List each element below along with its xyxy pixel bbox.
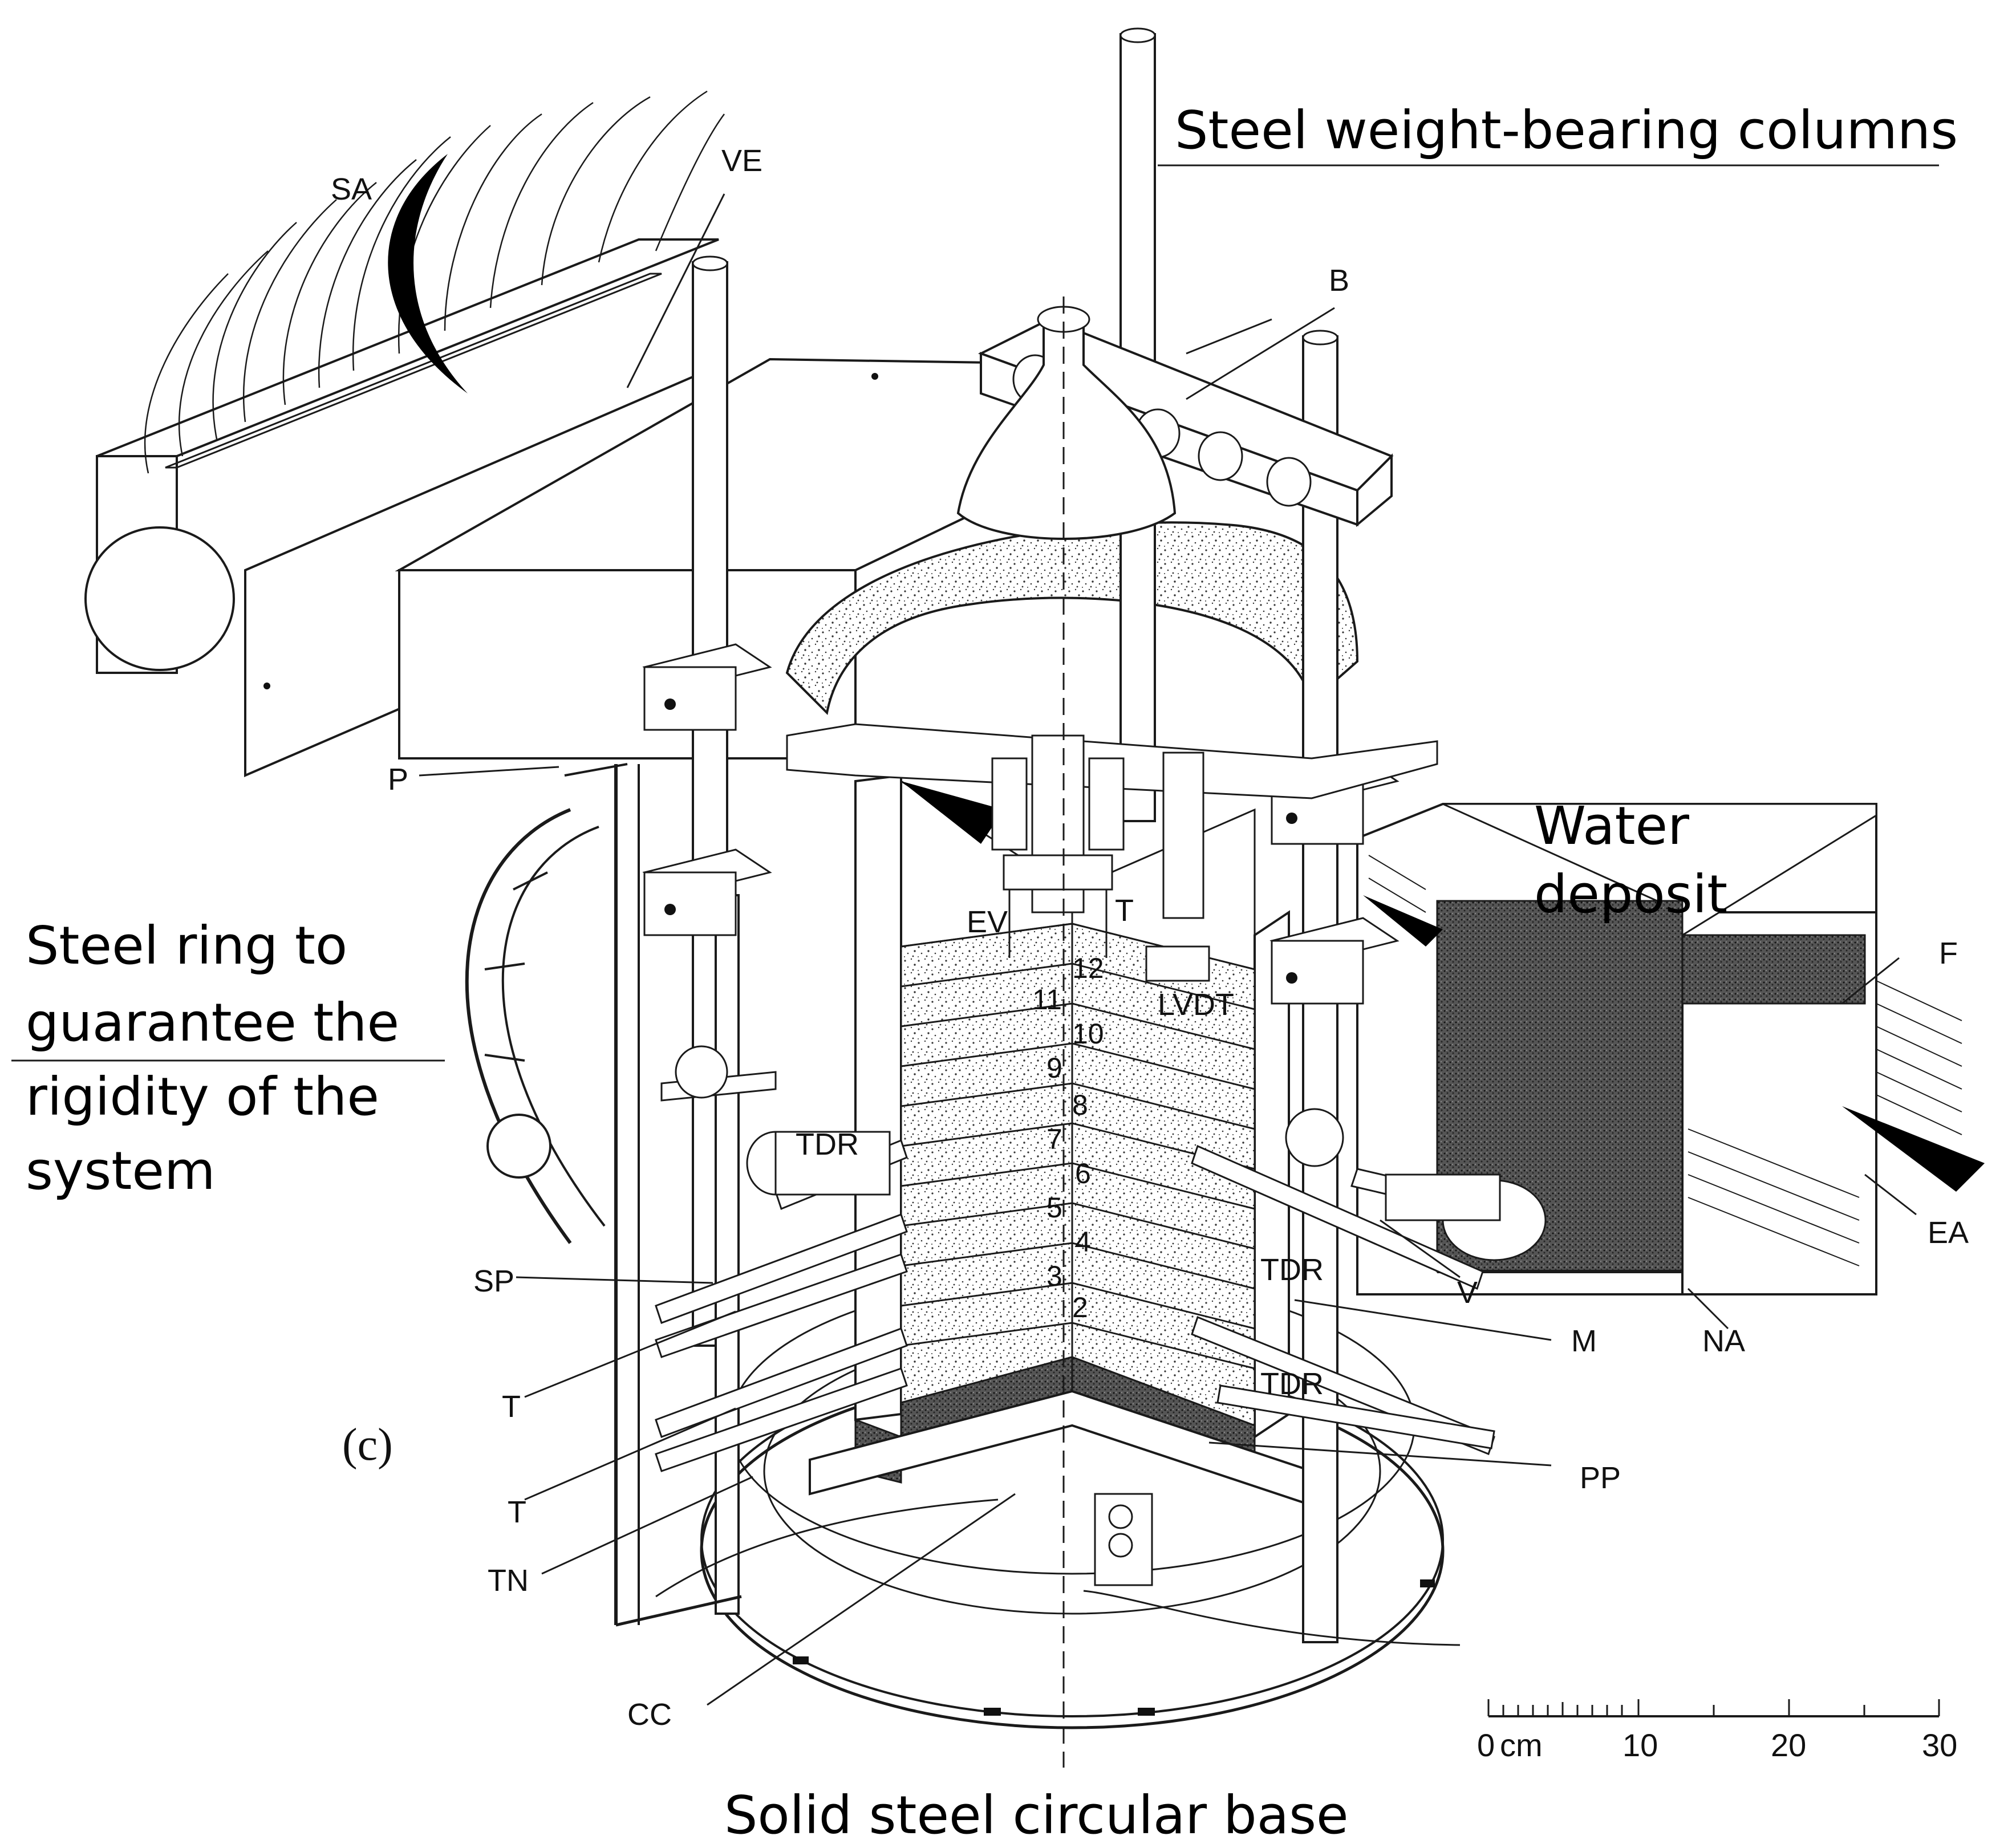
label-ev: EV: [967, 905, 1008, 939]
layer-3: 3: [1046, 1260, 1062, 1292]
scale-tick-0: 0: [1477, 1727, 1495, 1763]
layer-5: 5: [1046, 1192, 1062, 1224]
outlet-arrow-ea: [1842, 1106, 1985, 1192]
label-p: P: [388, 762, 408, 797]
label-sp: SP: [473, 1264, 514, 1298]
component-labels: SA VE B P EV T LVDT F TDR TDR TDR EA SP …: [331, 144, 1969, 1732]
label-m: M: [1571, 1324, 1597, 1358]
annotation-ring-line3: rigidity of the: [26, 1066, 379, 1127]
layer-12: 12: [1072, 952, 1104, 984]
annotations: Steel weight-bearing columns Water depos…: [26, 100, 1958, 1846]
annotation-ring-line1: Steel ring to: [26, 915, 347, 976]
top-instruments: [991, 734, 1210, 982]
label-lvdt: LVDT: [1158, 988, 1234, 1022]
bottom-fittings: [655, 1493, 1461, 1646]
annotation-water-line1: Water: [1534, 795, 1689, 856]
layer-8: 8: [1072, 1089, 1088, 1121]
annotation-base: Solid steel circular base: [724, 1785, 1349, 1846]
annotation-water-line2: deposit: [1534, 864, 1727, 925]
label-ea: EA: [1928, 1216, 1969, 1250]
air-flow-lines: [144, 90, 725, 474]
manometer-board: [564, 763, 742, 1627]
label-ve: VE: [721, 144, 762, 178]
annotation-columns: Steel weight-bearing columns: [1175, 100, 1958, 161]
air-inlet-arrow: [388, 154, 468, 393]
scale-tick-10: 10: [1622, 1727, 1658, 1763]
scale-tick-20: 20: [1771, 1727, 1806, 1763]
layer-11: 11: [1032, 984, 1062, 1016]
air-duct-assembly: [84, 238, 1142, 778]
label-na: NA: [1702, 1324, 1745, 1358]
sensor-housings: [675, 1045, 1547, 1261]
layer-2: 2: [1072, 1291, 1088, 1323]
label-tdr-left: TDR: [796, 1127, 859, 1161]
label-pp: PP: [1580, 1461, 1621, 1495]
label-t-top: T: [1115, 893, 1134, 928]
sample-cylinder: [785, 521, 1359, 1507]
layer-6: 6: [1075, 1157, 1091, 1189]
leader-lines: [11, 164, 1939, 1706]
label-tdr-low: TDR: [1260, 1367, 1324, 1401]
label-b: B: [1329, 263, 1349, 298]
layer-numbers: 12 11 10 9 8 7 6 5 4 3 2: [1032, 952, 1104, 1323]
label-tn: TN: [488, 1563, 529, 1598]
load-frame: [642, 27, 1438, 1643]
label-v: V: [1457, 1276, 1478, 1310]
label-t-1: T: [502, 1390, 521, 1424]
layer-9: 9: [1046, 1052, 1062, 1084]
steel-ring: [465, 808, 606, 1244]
label-tdr-mid: TDR: [1260, 1253, 1324, 1287]
annotation-ring-line4: system: [26, 1140, 216, 1201]
scale-tick-30: 30: [1922, 1727, 1957, 1763]
water-flow-arrow: [1363, 895, 1443, 947]
inflow-arrow: [901, 781, 1004, 844]
layer-10: 10: [1072, 1018, 1104, 1050]
label-f: F: [1939, 936, 1958, 970]
label-t-2: T: [508, 1495, 526, 1529]
label-sa: SA: [331, 172, 372, 206]
scale-bar: 0 cm 10 20 30: [1477, 1699, 1957, 1763]
layer-7: 7: [1046, 1123, 1062, 1155]
annotation-ring-line2: guarantee the: [26, 992, 399, 1053]
scale-unit: cm: [1500, 1727, 1543, 1763]
panel-label: (c): [342, 1420, 393, 1470]
layer-4: 4: [1075, 1226, 1091, 1258]
label-cc: CC: [627, 1697, 672, 1732]
